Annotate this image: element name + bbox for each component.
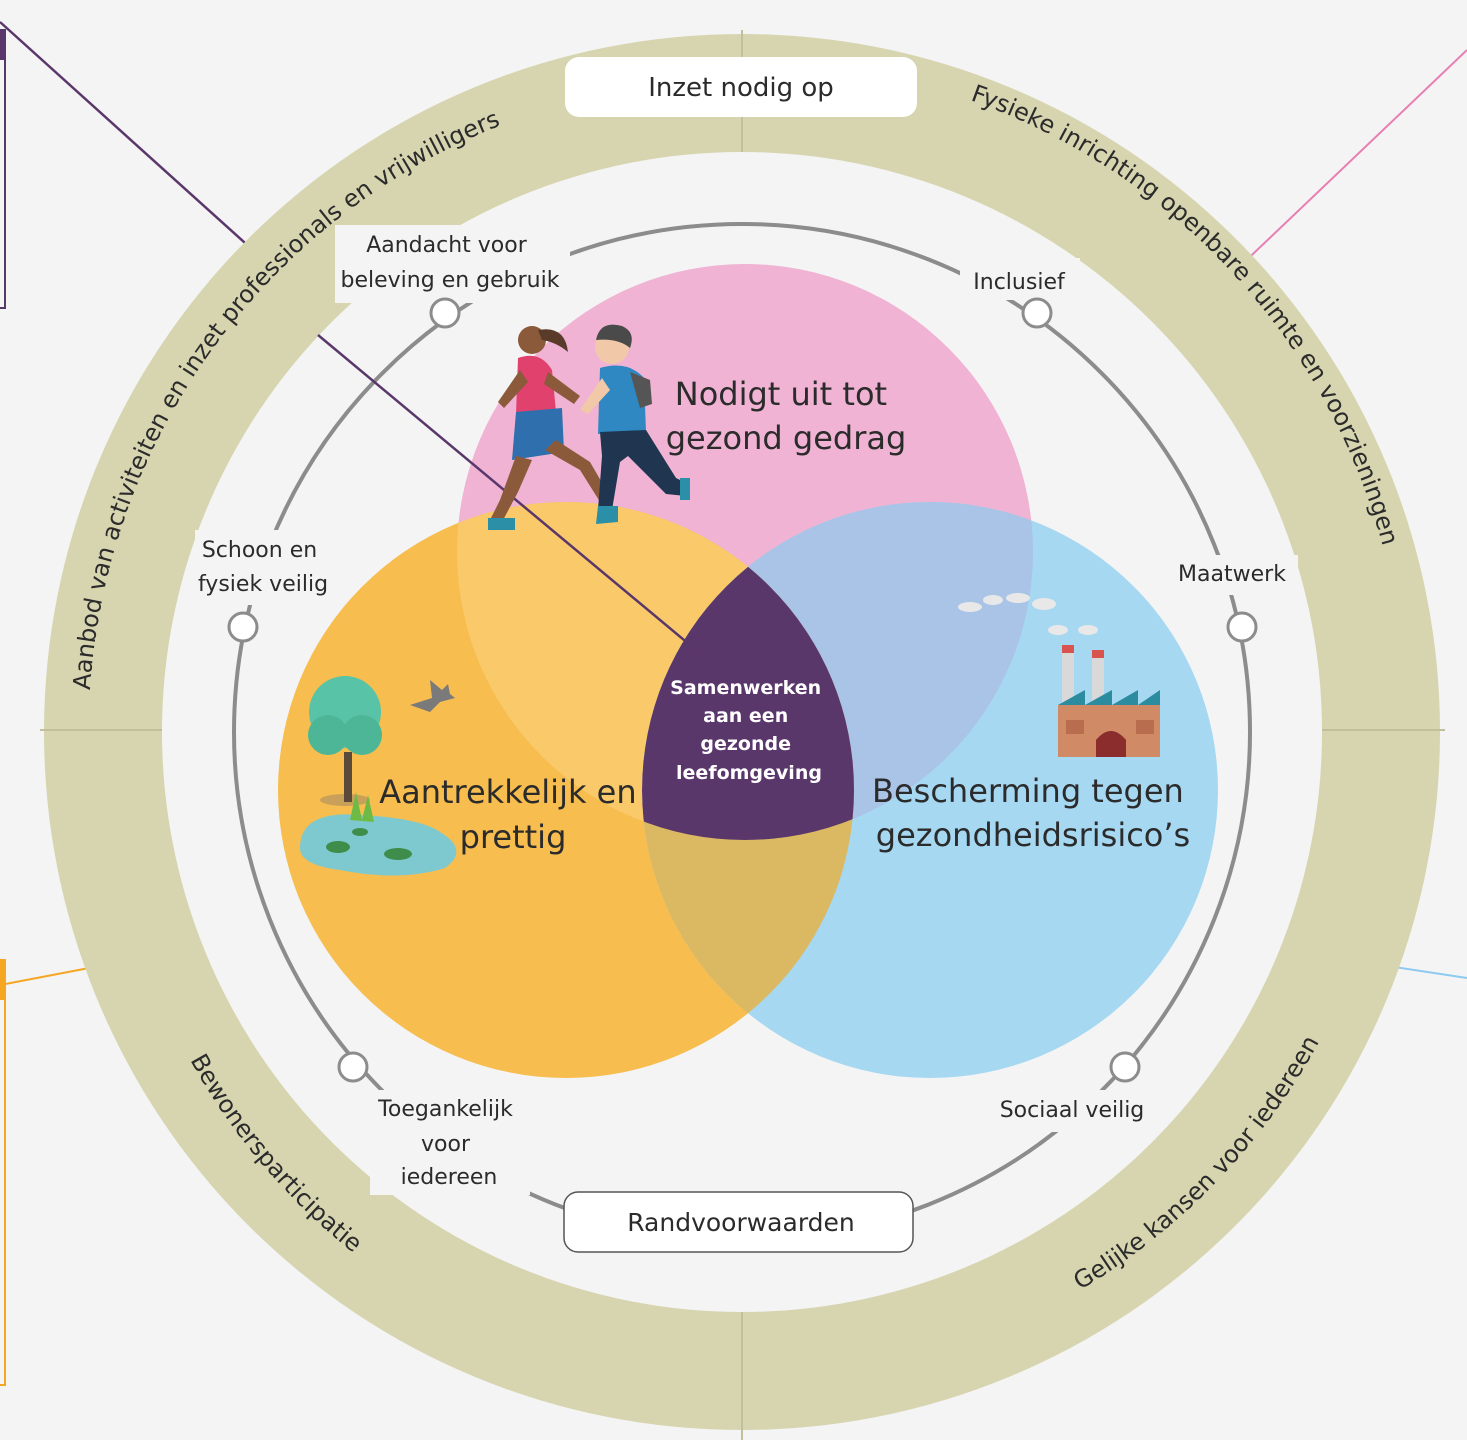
orange-side-box <box>0 959 6 1386</box>
tree-pond-icon <box>300 676 457 876</box>
center-label: Samenwerken aan een gezonde leefomgeving <box>670 677 828 784</box>
runners-icon <box>488 324 690 530</box>
inner-ring-gap-maatwerk <box>1168 555 1298 595</box>
factory-icon <box>958 593 1160 757</box>
overlap-center <box>642 502 854 840</box>
node-label-sociaal: Sociaal veilig <box>1000 1098 1145 1123</box>
purple-side-box <box>0 29 6 309</box>
node-label-aandacht: Aandacht voor beleving en gebruik <box>341 233 560 293</box>
top-label: Inzet nodig op <box>648 73 834 103</box>
inner-ring-gap-inclusief <box>960 258 1080 300</box>
bottom-label-pill <box>563 1191 914 1253</box>
circle-label-orange: Aantrekkelijk en prettig <box>379 773 647 856</box>
node-label-schoon: Schoon en fysiek veilig <box>198 538 328 597</box>
inner-ring-gap-aandacht <box>335 225 570 303</box>
node-schoon <box>227 611 259 643</box>
inner-ring-gap-sociaal <box>990 1090 1155 1132</box>
top-label-pill <box>565 57 917 117</box>
purple-side-box-header <box>0 30 6 60</box>
node-label-toegankelijk: Toegankelijk voor iedereen <box>377 1097 520 1190</box>
node-toegankelijk <box>337 1051 369 1083</box>
inner-ring-gap-toegankelijk <box>370 1090 530 1195</box>
circle-label-blue: Bescherming tegen gezondheidsrisico’s <box>872 772 1194 854</box>
bird-icon <box>410 680 455 712</box>
inner-ring-gap-schoon <box>195 530 340 605</box>
node-maatwerk <box>1226 611 1258 643</box>
node-sociaal <box>1109 1051 1141 1083</box>
node-label-inclusief: Inclusief <box>973 270 1066 295</box>
bottom-label: Randvoorwaarden <box>627 1208 855 1237</box>
circle-label-pink: Nodigt uit tot gezond gedrag <box>666 375 907 457</box>
node-aandacht <box>429 297 461 329</box>
node-inclusief <box>1021 297 1053 329</box>
orange-side-box-header <box>0 960 6 1000</box>
node-label-maatwerk: Maatwerk <box>1178 562 1286 587</box>
